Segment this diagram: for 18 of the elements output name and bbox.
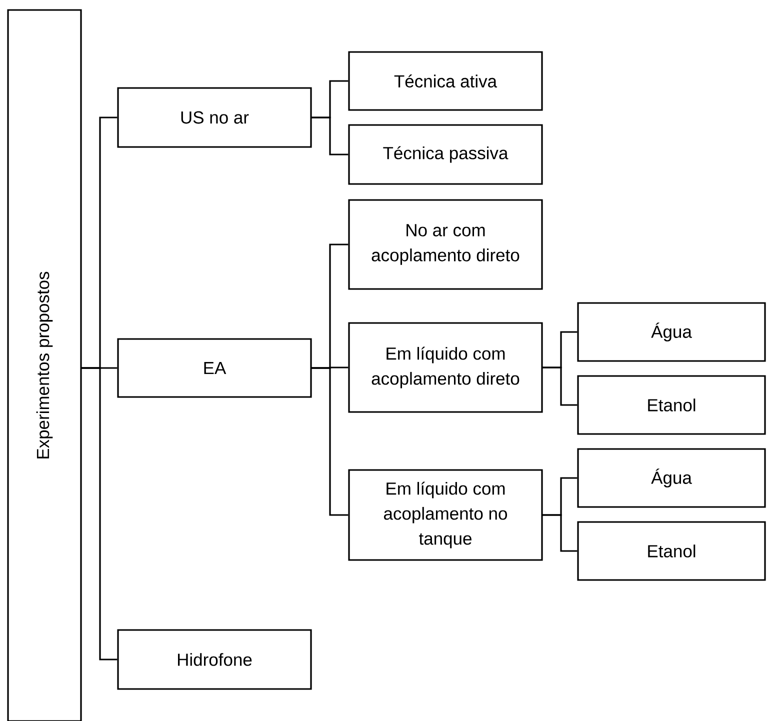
process-box: Técnica passiva [348, 124, 543, 185]
process-box: Água [577, 302, 766, 362]
category-box: Experimentos propostos [7, 9, 82, 721]
connector-line [311, 367, 348, 516]
process-box: No ar com acoplamento direto [348, 199, 543, 290]
process-box: US no ar [117, 87, 312, 148]
connector-line [311, 116, 348, 156]
connector-line [542, 366, 578, 406]
process-box: Água [577, 448, 766, 508]
process-box: EA [117, 338, 312, 398]
process-box: Etanol [577, 375, 766, 435]
connector-line [81, 367, 118, 660]
process-box: Técnica ativa [348, 51, 543, 111]
process-box: Etanol [577, 521, 766, 581]
process-box: Em líquido com acoplamento direto [348, 322, 543, 413]
connector-line [542, 514, 578, 552]
process-box: Hidrofone [117, 629, 312, 690]
process-box: Em líquido com acoplamento no tanque [348, 469, 543, 561]
